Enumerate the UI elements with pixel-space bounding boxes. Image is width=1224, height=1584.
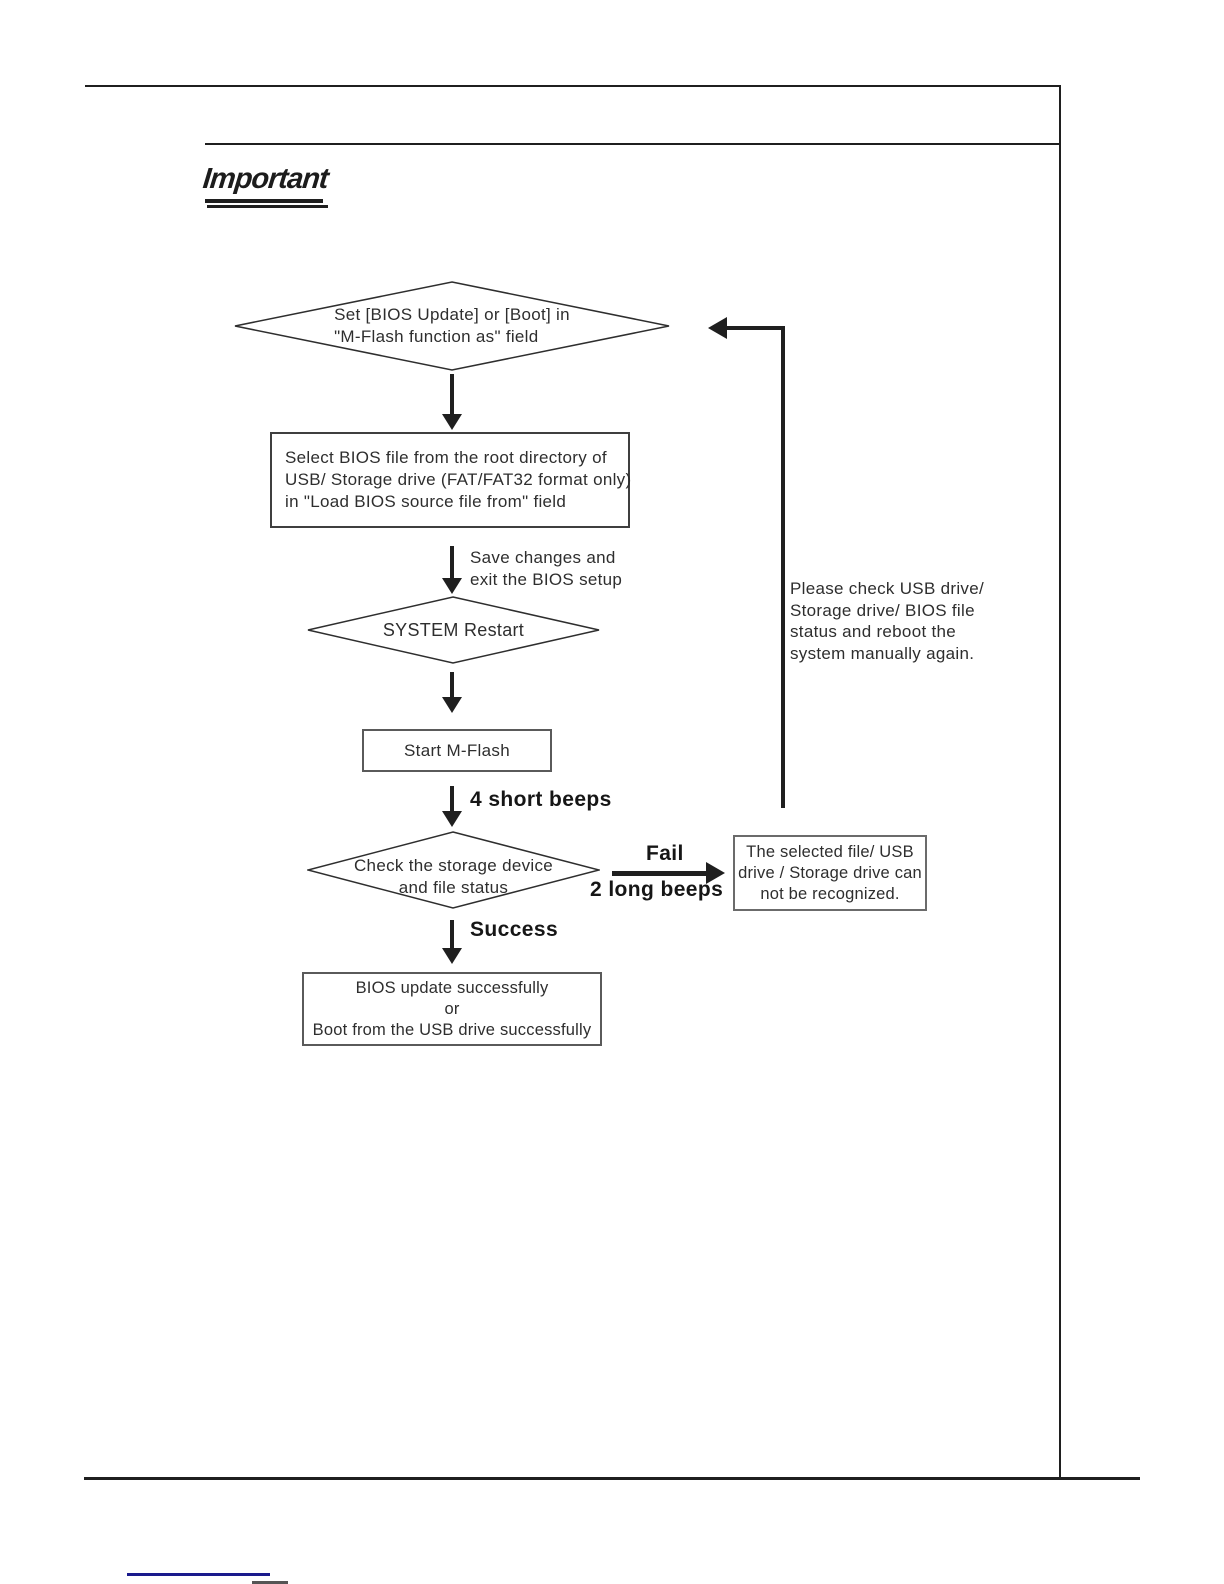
arrow-down-2-head — [442, 578, 462, 594]
text-line: SYSTEM Restart — [382, 620, 525, 640]
arrow-down-4 — [450, 786, 454, 813]
page-right-rule — [1059, 85, 1061, 1479]
text-line: "M-Flash function as" field — [334, 327, 539, 346]
text-line: drive / Storage drive can — [738, 863, 922, 882]
text-line: status and reboot the — [790, 622, 957, 641]
text-line: in "Load BIOS source file from" field — [285, 492, 567, 511]
label-success: Success — [470, 918, 559, 941]
text-line: Save changes and — [470, 548, 616, 567]
text-line: USB/ Storage drive (FAT/FAT32 format onl… — [285, 470, 632, 489]
page-top-rule — [85, 85, 1060, 87]
text-line: Select BIOS file from the root directory… — [285, 448, 607, 467]
arrow-down-4-head — [442, 811, 462, 827]
feedback-arrow-head — [708, 317, 727, 339]
label-four-short-beeps: 4 short beeps — [470, 788, 612, 811]
arrow-down-1 — [450, 374, 454, 416]
flow-node-system-restart: SYSTEM Restart — [307, 596, 600, 664]
diamond-set-mflash-text: Set [BIOS Update] or [Boot] in "M-Flash … — [234, 281, 670, 371]
arrow-fail-head — [706, 862, 725, 884]
important-logo-underline-2 — [207, 205, 328, 208]
flow-node-check-storage: Check the storage device and file status — [307, 831, 600, 909]
flow-node-select-bios: Select BIOS file from the root directory… — [270, 432, 632, 528]
important-logo-underline-1 — [205, 199, 323, 203]
label-two-long-beeps: 2 long beeps — [590, 878, 724, 901]
text-line: exit the BIOS setup — [470, 570, 623, 589]
text-line: Storage drive/ BIOS file — [790, 600, 975, 620]
text-line: The selected file/ USB — [746, 842, 914, 861]
flow-node-set-mflash: Set [BIOS Update] or [Boot] in "M-Flash … — [234, 281, 670, 371]
arrow-down-2 — [450, 546, 454, 580]
diamond-shape — [307, 831, 600, 909]
feedback-line-horizontal — [726, 326, 785, 330]
label-fail: Fail — [646, 842, 684, 865]
arrow-down-3 — [450, 672, 454, 699]
text-line: BIOS update successfully — [355, 978, 549, 997]
flow-node-start-mflash: Start M-Flash — [362, 729, 552, 772]
content-top-rule — [205, 143, 1060, 145]
text-line: Set [BIOS Update] or [Boot] in — [334, 305, 570, 324]
feedback-line-vertical — [781, 326, 785, 808]
page-bottom-rule — [84, 1477, 1140, 1480]
diamond-system-restart-text: SYSTEM Restart — [307, 596, 600, 664]
text-line: system manually again. — [790, 643, 975, 663]
text-line: or — [444, 999, 460, 1018]
text-line: and file status — [398, 878, 509, 897]
footer-cropped-text — [252, 1581, 288, 1584]
diamond-shape — [234, 281, 670, 371]
arrow-fail — [612, 871, 708, 876]
arrow-down-success-head — [442, 948, 462, 964]
text-line: Start M-Flash — [404, 740, 510, 760]
important-logo: Important — [201, 163, 329, 196]
footer-link-rule — [127, 1573, 270, 1576]
text-line: Please check USB drive/ — [790, 579, 984, 598]
arrow-down-1-head — [442, 414, 462, 430]
label-save-changes: Save changes and exit the BIOS setup — [470, 547, 622, 591]
text-line: Boot from the USB drive successfully — [312, 1020, 592, 1039]
flow-node-not-recognized: The selected file/ USB drive / Storage d… — [733, 835, 927, 911]
note-check-usb: Please check USB drive/ Storage drive/ B… — [790, 578, 984, 664]
arrow-down-success — [450, 920, 454, 952]
diamond-shape — [307, 596, 600, 664]
flow-node-bios-updated: BIOS update successfully or Boot from th… — [302, 972, 602, 1046]
text-line: not be recognized. — [760, 884, 900, 903]
text-line: Check the storage device — [353, 856, 554, 875]
important-logo-text: Important — [201, 163, 330, 195]
arrow-down-3-head — [442, 697, 462, 713]
diamond-check-storage-text: Check the storage device and file status — [307, 831, 600, 909]
